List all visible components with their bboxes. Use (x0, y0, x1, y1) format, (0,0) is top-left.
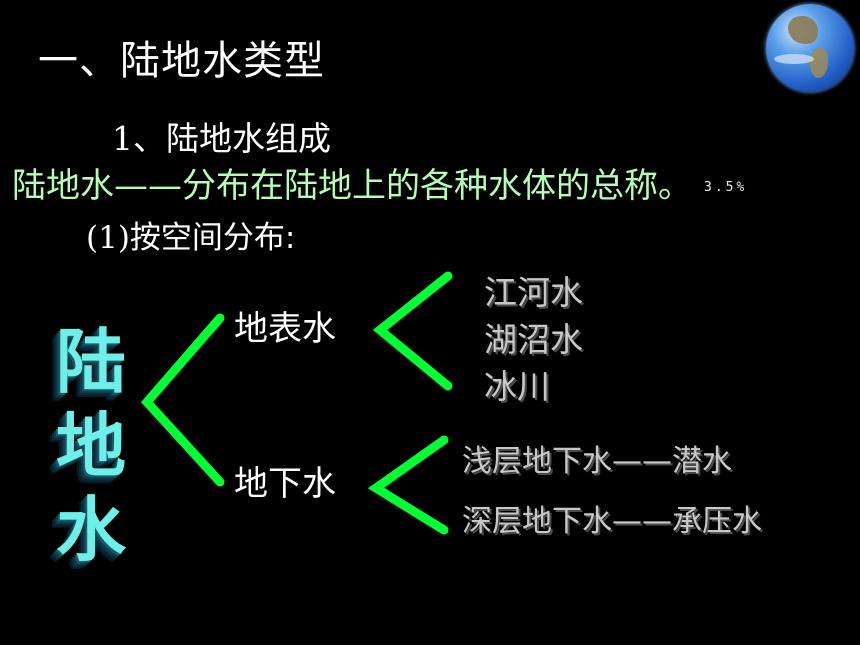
surface-bracket (372, 271, 453, 391)
deep-groundwater-item: 深层地下水——承压水 (462, 504, 762, 539)
glacier-item: 冰川 (484, 367, 550, 406)
slide-title: 一、陆地水类型 (38, 38, 325, 84)
earth-globe-icon (766, 4, 854, 92)
river-water-item: 江河水 (484, 273, 583, 312)
percent-note: 3.5% (704, 180, 748, 195)
definition-text: 陆地水——分布在陆地上的各种水体的总称。 (12, 166, 692, 206)
definition-line: 陆地水——分布在陆地上的各种水体的总称。 3.5% (12, 158, 747, 207)
surface-water-label: 地表水 (234, 309, 336, 349)
groundwater-label: 地下水 (234, 464, 336, 504)
root-label-land-water: 陆 地 水 (56, 321, 126, 571)
lake-swamp-water-item: 湖沼水 (484, 320, 583, 359)
root-bracket (140, 313, 225, 487)
section-heading-composition: 1、陆地水组成 (112, 119, 331, 158)
shallow-groundwater-item: 浅层地下水——潜水 (462, 444, 732, 479)
ground-bracket (367, 435, 449, 535)
section-heading-spatial: (1)按空间分布: (86, 220, 296, 256)
